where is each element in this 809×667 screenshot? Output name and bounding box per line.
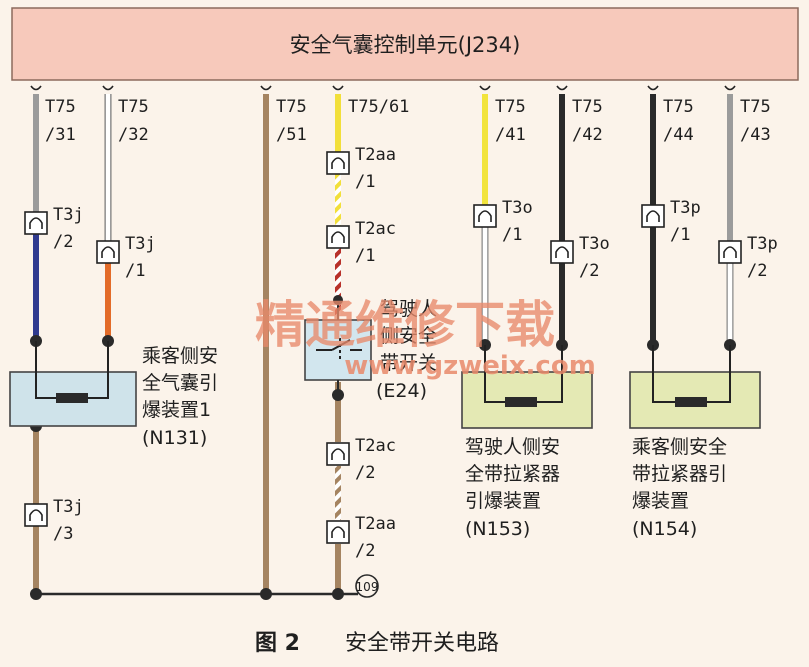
connector-t3j-1: T3j/1 [96, 234, 156, 281]
seatbelt-switch-icon [316, 338, 362, 362]
n131-label-line1: 乘客侧安 [142, 345, 218, 367]
connector-t3p-1: T3p/1 [641, 198, 701, 245]
connector-pin: /2 [579, 261, 599, 281]
igniter-resistor-icon [56, 393, 88, 403]
figure-number: 图 2 [255, 631, 300, 656]
connector-t3j-3: T3j/3 [24, 497, 84, 544]
connector-pin: /2 [747, 261, 767, 281]
connector-t2aa-1: T2aa/1 [326, 145, 396, 192]
n154-label-line2: 带拉紧器引 [632, 463, 727, 485]
connector-pin: /1 [502, 225, 522, 245]
connector-code: T3o [502, 198, 533, 218]
n131-label-line4: (N131) [142, 427, 207, 449]
wire-label-w1-code: T75 [45, 97, 76, 117]
ground-label: 109 [356, 580, 379, 594]
connector-t2aa-2: T2aa/2 [326, 514, 396, 561]
connector-t3o-2: T3o/2 [550, 234, 610, 281]
n153-label-line3: 引爆装置 [465, 490, 541, 512]
n154-label-line3: 爆装置 [632, 490, 689, 512]
connector-code: T3j [125, 234, 156, 254]
wire-label-w2-code: T75 [118, 97, 149, 117]
component-n131 [9, 341, 137, 427]
connector-code: T2aa [355, 145, 396, 165]
connector-t3j-2: T3j/2 [24, 205, 84, 252]
n153-label-line1: 驾驶人侧安 [465, 436, 560, 458]
connector-pin: /2 [53, 232, 73, 252]
n153-label-line4: (N153) [465, 518, 530, 540]
wire-label-w6-code: T75 [572, 97, 603, 117]
connector-t2ac-2: T2ac/2 [326, 436, 396, 483]
connector-code: T2ac [355, 219, 396, 239]
wire-label-w8-pin: /43 [740, 125, 771, 145]
connector-t3o-1: T3o/1 [473, 198, 533, 245]
connector-code: T3p [670, 198, 701, 218]
connector-pin: /2 [355, 541, 375, 561]
component-e24 [304, 300, 372, 395]
wire-label-w1-pin: /31 [45, 125, 76, 145]
connector-pin-icon [331, 448, 345, 460]
wire-label-w7-pin: /44 [663, 125, 694, 145]
connector-pin-icon [646, 210, 660, 222]
control-unit-box [11, 7, 799, 81]
e24-label-line2: 侧安全 [380, 325, 437, 347]
wire-label-w3-code: T75 [276, 97, 307, 117]
n131-label-line3: 爆装置1 [142, 399, 211, 421]
ground-point: 109 [355, 574, 379, 598]
connector-pin-icon [29, 217, 43, 229]
unit-terminals [30, 85, 736, 91]
n131-label-line2: 全气囊引 [142, 372, 218, 394]
component-n153 [461, 345, 593, 429]
wire-label-w6-pin: /42 [572, 125, 603, 145]
connector-pin: /1 [670, 225, 690, 245]
component-n154 [629, 345, 761, 429]
wire-label-w5-code: T75 [495, 97, 526, 117]
connector-code: T3j [53, 497, 84, 517]
e24-label-line3: 带开关 [380, 352, 437, 374]
connector-pin-icon [101, 246, 115, 258]
connector-code: T2ac [355, 436, 396, 456]
wire-label-w2-pin: /32 [118, 125, 149, 145]
wire-label-w7-code: T75 [663, 97, 694, 117]
e24-label-line4: (E24) [376, 380, 427, 402]
connector-t2ac-1: T2ac/1 [326, 219, 396, 266]
wire-label-w4: T75/61 [348, 97, 409, 117]
connector-pin-icon [331, 157, 345, 169]
n153-label-line2: 全带拉紧器 [465, 463, 560, 485]
connector-pin: /2 [355, 463, 375, 483]
watermark-text: 精通维修下载 [255, 295, 555, 354]
n154-label-line1: 乘客侧安全 [632, 436, 727, 458]
n154-label-line4: (N154) [632, 518, 697, 540]
connector-t3p-2: T3p/2 [718, 234, 778, 281]
connector-code: T3p [747, 234, 778, 254]
connector-pin-icon [478, 210, 492, 222]
wire-label-w8-code: T75 [740, 97, 771, 117]
connector-pin-icon [29, 509, 43, 521]
connector-pin-icon [555, 246, 569, 258]
e24-label-line1: 驾驶人 [380, 298, 437, 320]
watermark-url: www.gzweix.com [344, 351, 596, 381]
igniter-resistor-icon [505, 397, 537, 407]
figure-title: 安全带开关电路 [345, 631, 499, 656]
connector-code: T2aa [355, 514, 396, 534]
connector-pin: /1 [355, 172, 375, 192]
wire-label-w5-pin: /41 [495, 125, 526, 145]
connector-pin: /3 [53, 524, 73, 544]
control-unit-label: 安全气囊控制单元(J234) [290, 33, 521, 57]
connector-pin-icon [723, 246, 737, 258]
connector-code: T3o [579, 234, 610, 254]
connector-pin-icon [331, 526, 345, 538]
igniter-resistor-icon [675, 397, 707, 407]
connector-code: T3j [53, 205, 84, 225]
wire-label-w3-pin: /51 [276, 125, 307, 145]
connector-pin: /1 [355, 246, 375, 266]
connector-pin: /1 [125, 261, 145, 281]
connector-pin-icon [331, 231, 345, 243]
